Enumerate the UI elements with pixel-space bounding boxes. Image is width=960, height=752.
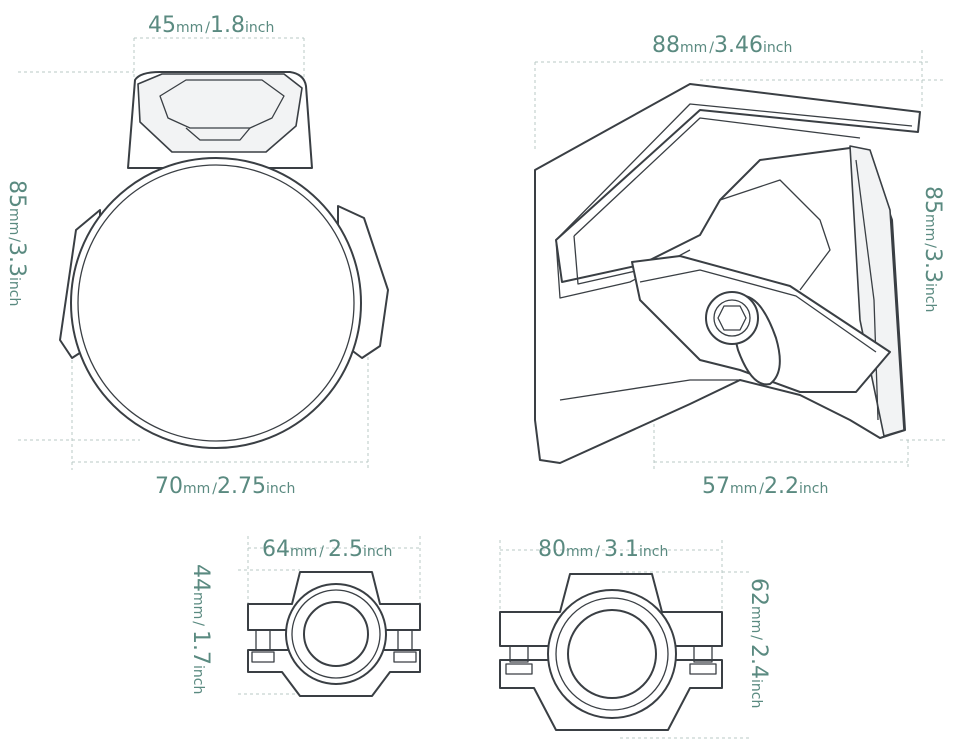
svg-text:44mm/1.7inch: 44mm / 1.7inch [188, 564, 213, 694]
side-base-mm-unit: mm [730, 481, 757, 497]
clamp-small-height-mm: 44 [188, 564, 213, 592]
side-length-mm-unit: mm [680, 40, 707, 56]
side-height-mm-unit: mm [922, 214, 938, 241]
clamp-large-height-sep: / [748, 635, 764, 640]
svg-text:88mm/3.46inch: 88mm/3.46inch [652, 33, 792, 58]
clamp-small-view: 64mm/2.5inch 44mm/1.7inch [188, 536, 421, 697]
side-height-in-unit: inch [922, 283, 938, 312]
clamp-large-height-mm: 62 [746, 578, 771, 606]
side-base-mm: 57 [702, 474, 730, 499]
clamp-small-width-in: 2.5 [328, 537, 363, 562]
svg-text:45mm/1.8inch: 45mm/1.8inch [148, 13, 274, 38]
side-length-in: 3.46 [714, 33, 763, 58]
svg-text:80mm/3.1inch: 80mm/3.1inch [538, 537, 668, 562]
svg-text:57mm/2.2inch: 57mm/2.2inch [702, 474, 828, 499]
clamp-small-height-mm-unit: mm [190, 592, 206, 619]
clamp-large-height-in-unit: inch [748, 679, 764, 708]
clamp-large-height-in: 2.4 [746, 644, 771, 679]
svg-text:62mm/2.4inch: 62mm / 2.4inch [746, 578, 771, 708]
svg-text:85mm/3.3inch: 85mm /3.3inch [4, 180, 29, 306]
clamp-small-height-in-unit: inch [190, 665, 206, 694]
front-top-width-mm-unit: mm [176, 20, 203, 36]
side-view: 88mm/3.46inch 57mm/2.2inch 85mm/3.3inch [534, 33, 946, 499]
front-view: 45mm/1.8inch 70mm/2.75inch 85mm/3.3inch [4, 13, 389, 499]
front-width-in-unit: inch [266, 481, 295, 497]
side-length-sep: / [709, 40, 714, 56]
side-height-mm: 85 [920, 186, 945, 214]
clamp-large-width-in-unit: inch [639, 544, 668, 560]
front-top-width-in: 1.8 [210, 13, 245, 38]
clamp-large-width-mm-unit: mm [566, 544, 593, 560]
clamp-large-width-mm: 80 [538, 537, 566, 562]
front-height-mm-unit: mm [6, 208, 22, 235]
clamp-large-width-sep: / [595, 544, 600, 560]
clamp-large-width-in: 3.1 [604, 537, 639, 562]
clamp-large-height-mm-unit: mm [748, 606, 764, 633]
front-width-mm: 70 [155, 474, 183, 499]
side-base-in: 2.2 [764, 474, 799, 499]
clamp-small-width-mm: 64 [262, 537, 290, 562]
front-width-mm-unit: mm [183, 481, 210, 497]
clamp-small-height-in: 1.7 [188, 630, 213, 665]
side-base-in-unit: inch [799, 481, 828, 497]
side-length-mm: 88 [652, 33, 680, 58]
front-width-sep: / [212, 481, 217, 497]
clamp-small-height-sep: / [190, 621, 206, 626]
front-height-sep: / [6, 237, 22, 242]
side-height-sep: / [922, 243, 938, 248]
front-width-in: 2.75 [217, 474, 266, 499]
side-height-in: 3.3 [920, 248, 945, 283]
clamp-large-view: 80mm/3.1inch 62mm/2.4inch [499, 537, 771, 739]
front-top-width-in-unit: inch [245, 20, 274, 36]
clamp-small-width-sep: / [319, 544, 324, 560]
svg-text:70mm/2.75inch: 70mm/2.75inch [155, 474, 295, 499]
svg-text:64mm/2.5inch: 64mm/2.5inch [262, 537, 392, 562]
side-base-sep: / [759, 481, 764, 497]
front-top-width-sep: / [205, 20, 210, 36]
front-height-in-unit: inch [6, 277, 22, 306]
front-height-mm: 85 [4, 180, 29, 208]
svg-text:85mm/3.3inch: 85mm /3.3inch [920, 186, 945, 312]
side-length-in-unit: inch [763, 40, 792, 56]
front-height-in: 3.3 [4, 242, 29, 277]
front-top-width-mm: 45 [148, 13, 176, 38]
clamp-small-width-in-unit: inch [363, 544, 392, 560]
clamp-small-width-mm-unit: mm [290, 544, 317, 560]
